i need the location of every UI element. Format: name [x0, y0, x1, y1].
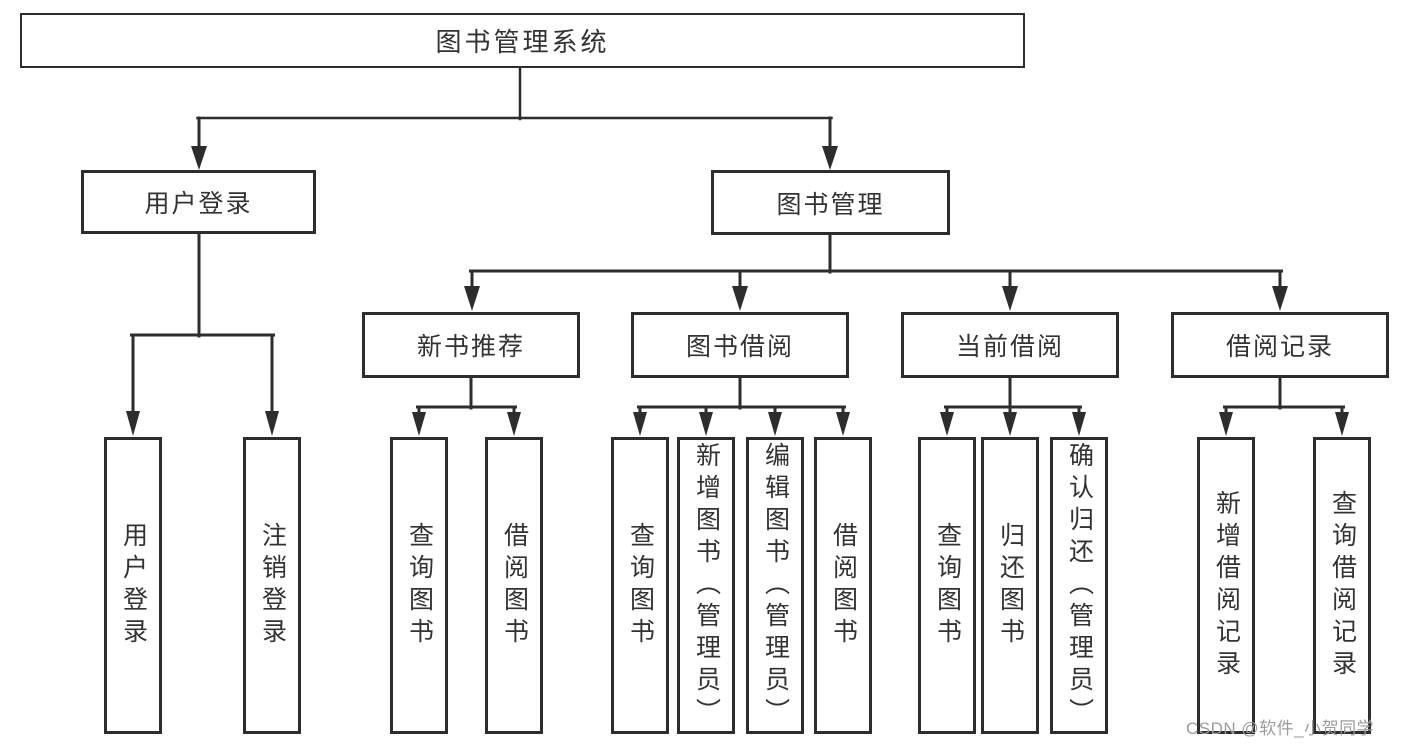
node-label: 编辑图书（管理员）	[761, 441, 790, 730]
watermark: CSDN @软件_小贺同学	[1186, 719, 1375, 738]
node-add-book-admin: 新增图书（管理员）	[677, 437, 735, 734]
arrowhead-return-books	[1003, 412, 1017, 436]
node-edit-book-admin: 编辑图书（管理员）	[746, 437, 804, 734]
arrowhead-borrow-books-2	[836, 412, 850, 436]
node-label: 借阅图书	[500, 521, 529, 650]
node-borrow-records: 借阅记录	[1171, 312, 1389, 378]
node-label: 查询图书	[626, 521, 655, 650]
arrowhead-query-books-3	[940, 412, 954, 436]
node-current-borrow: 当前借阅	[901, 312, 1119, 378]
node-label: 用户登录	[119, 521, 148, 650]
arrowhead-query-books-1	[412, 412, 426, 436]
arrowhead-book-management	[822, 146, 838, 170]
node-label: 新书推荐	[416, 333, 525, 361]
node-library-management-system: 图书管理系统	[20, 13, 1025, 68]
arrowhead-confirm-return	[1072, 412, 1086, 436]
node-query-books-borrow: 查询图书	[611, 437, 669, 734]
node-query-books-recommend: 查询图书	[390, 437, 448, 734]
node-label: 新增借阅记录	[1212, 489, 1241, 682]
node-query-books-current: 查询图书	[918, 437, 976, 734]
node-borrow-books-leaf: 借阅图书	[814, 437, 872, 734]
arrowhead-current-borrow	[1002, 286, 1018, 311]
node-borrow-books-recommend: 借阅图书	[485, 437, 543, 734]
node-label: 借阅记录	[1225, 333, 1334, 361]
node-add-borrow-record: 新增借阅记录	[1197, 437, 1255, 734]
node-label: 查询图书	[405, 521, 434, 650]
node-label: 查询借阅记录	[1328, 489, 1357, 682]
arrowhead-user-login	[191, 146, 207, 170]
arrowhead-login-leaf	[126, 411, 140, 436]
node-label: 注销登录	[258, 521, 287, 650]
node-label: 查询图书	[933, 521, 962, 650]
node-confirm-return-admin: 确认归还（管理员）	[1050, 437, 1108, 734]
arrowhead-add-book	[699, 412, 713, 436]
arrowhead-query-books-2	[633, 412, 647, 436]
node-logout-leaf: 注销登录	[243, 437, 301, 734]
arrowhead-book-borrow	[732, 286, 748, 311]
arrowhead-edit-book	[768, 412, 782, 436]
node-label: 新增图书（管理员）	[692, 441, 721, 730]
node-user-login: 用户登录	[81, 170, 316, 234]
arrowhead-query-record	[1335, 412, 1349, 436]
node-book-borrow: 图书借阅	[631, 312, 849, 378]
node-book-management: 图书管理	[711, 170, 950, 235]
node-query-borrow-record: 查询借阅记录	[1313, 437, 1371, 734]
node-label: 当前借阅	[955, 333, 1064, 361]
node-label: 确认归还（管理员）	[1065, 441, 1094, 730]
node-label: 图书借阅	[685, 333, 794, 361]
node-label: 图书管理系统	[435, 27, 610, 57]
node-label: 借阅图书	[829, 521, 858, 650]
arrowhead-logout-leaf	[265, 411, 279, 436]
node-user-login-leaf: 用户登录	[104, 437, 162, 734]
arrowhead-new-book	[464, 286, 480, 311]
node-label: 用户登录	[144, 190, 253, 218]
node-new-book-recommend: 新书推荐	[362, 312, 580, 378]
node-label: 归还图书	[996, 521, 1025, 650]
node-return-books: 归还图书	[981, 437, 1039, 734]
node-label: 图书管理	[776, 190, 885, 219]
arrowhead-add-record	[1219, 412, 1233, 436]
arrowhead-borrow-records	[1272, 286, 1288, 311]
arrowhead-borrow-books-1	[507, 412, 521, 436]
